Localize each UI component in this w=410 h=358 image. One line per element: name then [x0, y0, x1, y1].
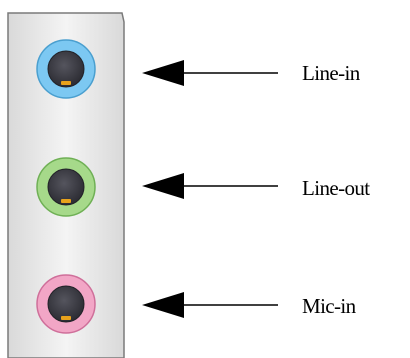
- line-in-arrow: [142, 60, 278, 86]
- line-out-arrow: [142, 173, 278, 199]
- mic-in-label: Mic-in: [302, 294, 357, 318]
- arrow-left-icon: [142, 173, 184, 199]
- line-in-label: Line-in: [302, 61, 361, 85]
- mic-in-arrow: [142, 292, 278, 318]
- audio-jack-icon: [47, 285, 85, 323]
- jack-contact: [61, 81, 71, 85]
- audio-jack-icon: [47, 168, 85, 206]
- audio-jack-icon: [47, 50, 85, 88]
- line-out-label: Line-out: [302, 176, 370, 200]
- mic-in-port: [36, 274, 96, 334]
- line-out-port: [36, 157, 96, 217]
- jack-contact: [61, 316, 71, 320]
- arrow-left-icon: [142, 292, 184, 318]
- line-in-port: [36, 39, 96, 99]
- jack-contact: [61, 199, 71, 203]
- arrow-left-icon: [142, 60, 184, 86]
